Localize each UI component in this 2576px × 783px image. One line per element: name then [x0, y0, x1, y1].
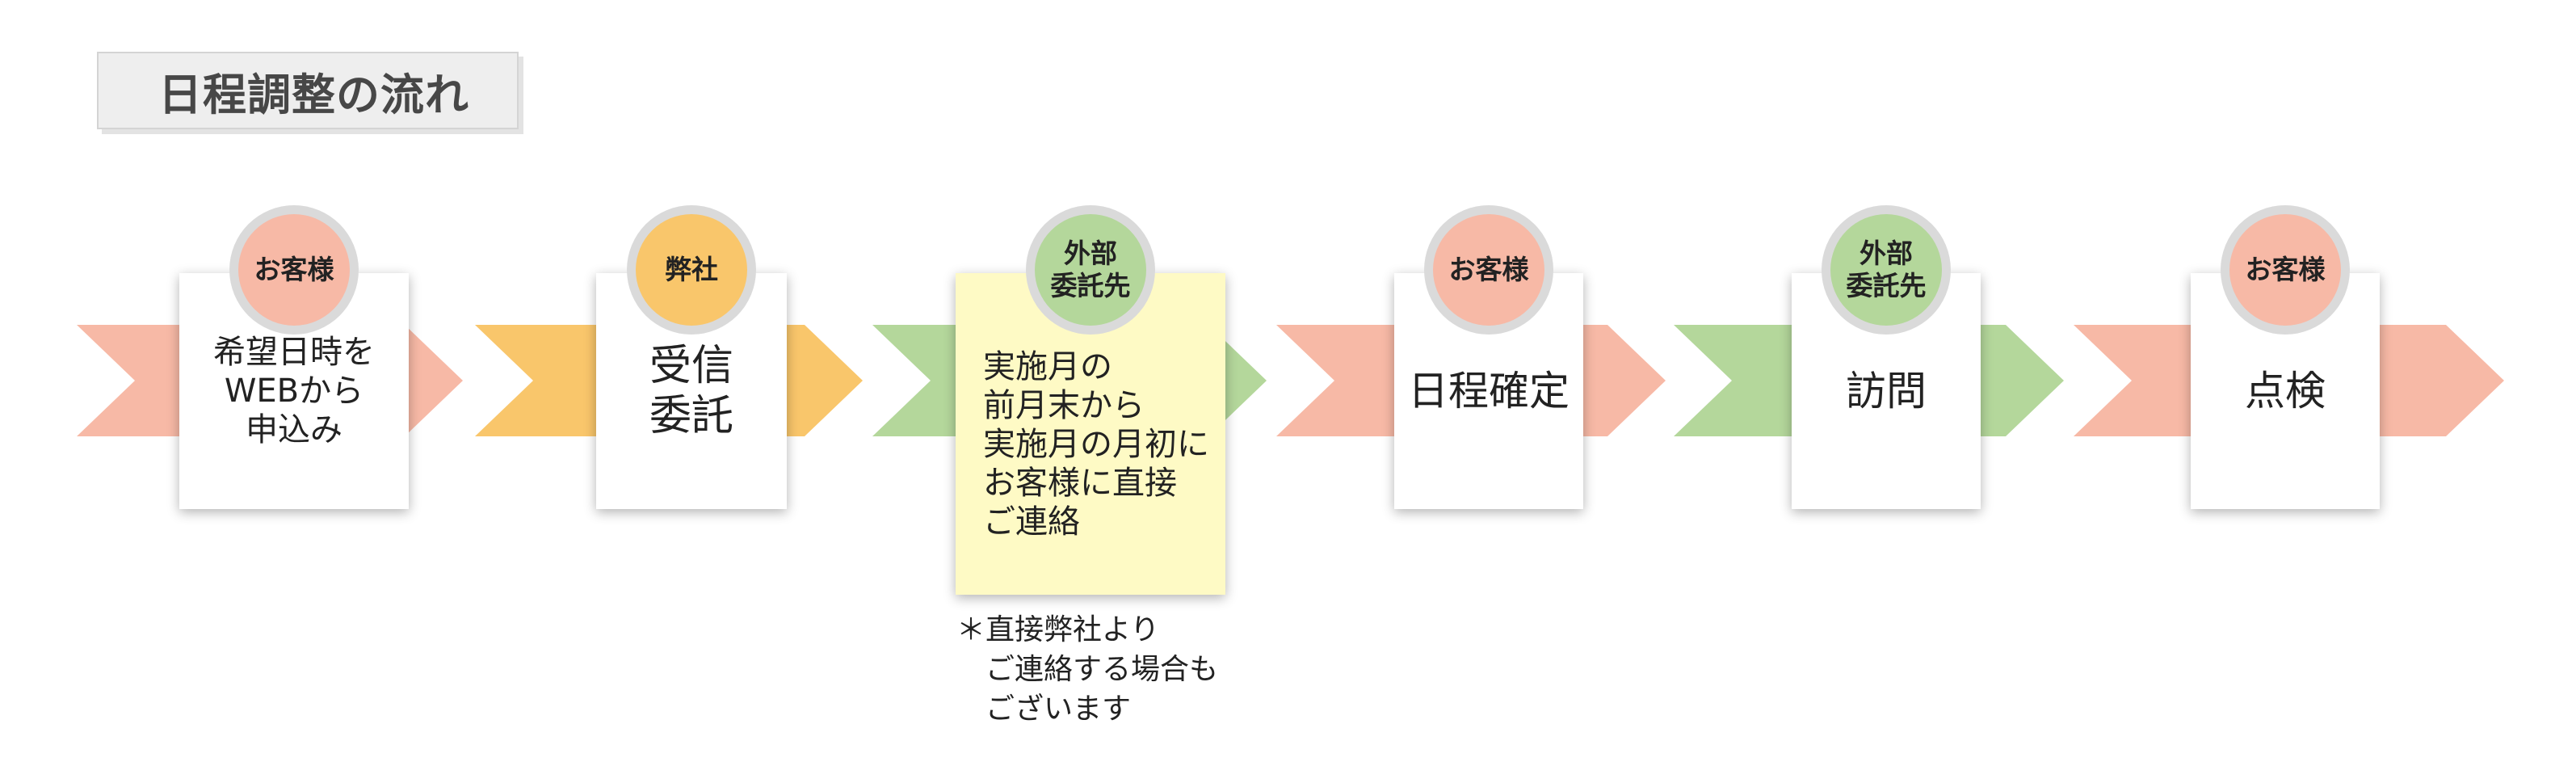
actor-badge: 外部 委託先	[1822, 205, 1951, 335]
actor-badge: お客様	[229, 205, 359, 335]
actor-badge: 弊社	[627, 205, 756, 335]
actor-label: 弊社	[636, 214, 747, 326]
step-text: 訪問	[1846, 368, 1927, 415]
actor-label: 外部 委託先	[1035, 214, 1146, 326]
actor-label: お客様	[2229, 214, 2341, 326]
actor-badge: お客様	[1424, 205, 1553, 335]
step-text: 実施月の 前月末から 実施月の月初に お客様に直接 ご連絡	[983, 348, 1209, 541]
page-title: 日程調整の流れ	[97, 52, 519, 129]
actor-label: お客様	[1433, 214, 1544, 326]
step-card-1: 希望日時を WEBから 申込み	[179, 273, 409, 509]
actor-badge: 外部 委託先	[1026, 205, 1155, 335]
actor-label: 外部 委託先	[1830, 214, 1942, 326]
step-text: 点検	[2245, 368, 2326, 415]
step-text: 希望日時を WEBから 申込み	[213, 334, 375, 448]
actor-label: お客様	[238, 214, 350, 326]
actor-badge: お客様	[2221, 205, 2350, 335]
step-text: 日程確定	[1408, 368, 1570, 415]
footnote: ＊直接弊社より ご連絡する場合も ございます	[956, 613, 1219, 726]
step-text: 受信 委託	[649, 341, 733, 440]
step-card-6: 点検	[2191, 273, 2380, 509]
